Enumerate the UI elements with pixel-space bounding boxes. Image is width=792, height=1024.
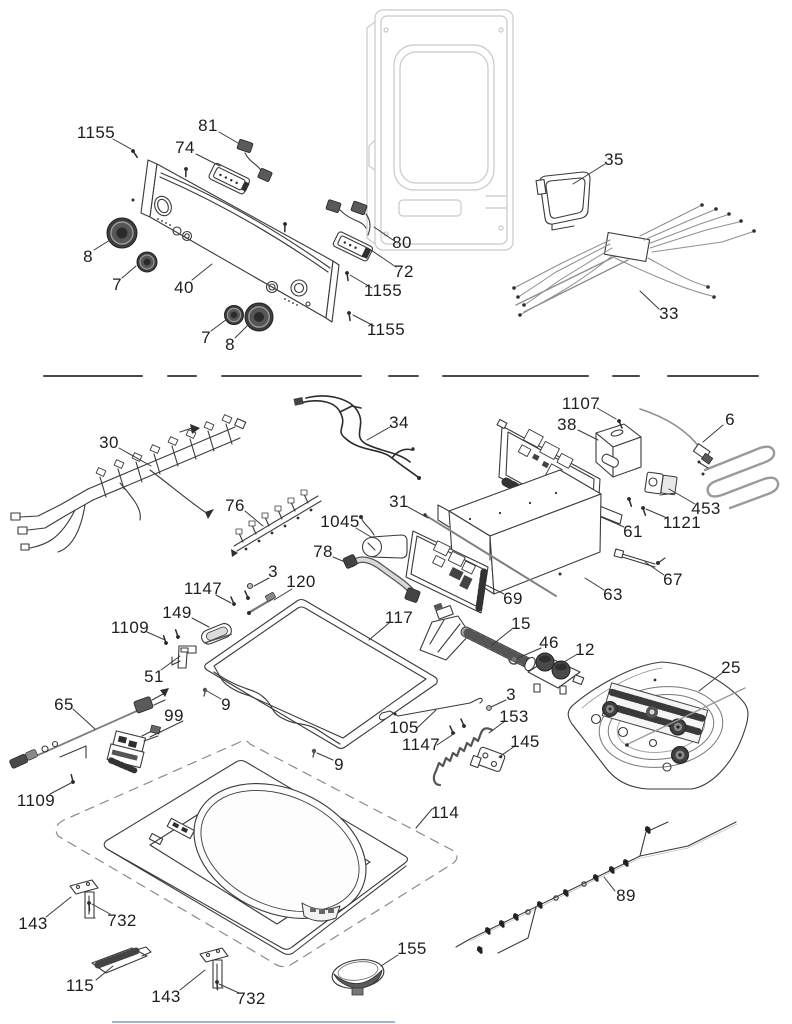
part-34-wire-harness bbox=[293, 395, 421, 480]
part-89-wire-harness bbox=[455, 821, 738, 955]
part-78-hose bbox=[342, 554, 421, 603]
part-12-water-valve bbox=[527, 652, 585, 695]
screw-9-upper bbox=[202, 687, 208, 697]
part-67-link-rod bbox=[613, 548, 666, 568]
screw-1109-lower bbox=[66, 773, 78, 786]
part-15-fill-duct bbox=[419, 602, 536, 672]
part-30-wire-harness bbox=[10, 414, 247, 553]
part-7-knob-bottom bbox=[224, 305, 244, 325]
part-69-circuit-board bbox=[405, 530, 489, 614]
part-105-lever-rod bbox=[378, 697, 483, 721]
screws-1121 bbox=[624, 495, 650, 516]
part-155-cap bbox=[331, 959, 385, 996]
part-40-console-panel bbox=[131, 159, 340, 323]
part-149-cover bbox=[201, 623, 232, 645]
part-25-base-assembly bbox=[567, 661, 749, 790]
part-6-element-harness bbox=[639, 408, 780, 510]
screws-1109-upper bbox=[159, 629, 183, 647]
part-76-clip-rail bbox=[231, 489, 322, 557]
fastener-3-nut bbox=[246, 582, 254, 590]
screws-1147-lower bbox=[445, 718, 469, 737]
part-51-clip bbox=[171, 645, 197, 669]
part-8-knob-left bbox=[106, 217, 138, 249]
part-143-bracket-left bbox=[69, 879, 99, 919]
part-72-bracket bbox=[332, 231, 374, 262]
part-453-thermostat bbox=[644, 471, 678, 496]
part-99-lid-switch bbox=[106, 724, 162, 774]
part-38-cover-box bbox=[595, 423, 642, 478]
bottom-edge-line bbox=[112, 1021, 395, 1023]
part-80-switch-connector bbox=[325, 199, 371, 236]
part-46-ring bbox=[508, 653, 520, 665]
part-35-bracket bbox=[535, 171, 591, 231]
part-33-hose-harness bbox=[512, 203, 756, 317]
screws-1147-upper bbox=[226, 590, 253, 608]
leader-lines bbox=[45, 131, 724, 994]
part-1045-capacitor bbox=[359, 515, 408, 559]
hose-end-caps bbox=[602, 701, 689, 764]
part-114-top-panel bbox=[103, 759, 409, 956]
part-145-bracket bbox=[469, 746, 506, 773]
part-8-knob-bottom bbox=[244, 302, 274, 332]
part-74-bracket bbox=[208, 162, 251, 195]
part-143-bracket-center bbox=[199, 947, 229, 989]
part-65-actuator-rod bbox=[9, 688, 169, 769]
part-120-pin bbox=[247, 592, 276, 615]
part-117-lid bbox=[204, 598, 438, 750]
part-7-knob-left bbox=[136, 251, 158, 273]
cabinet-front-panel-outline bbox=[366, 9, 514, 251]
screw-9-lower bbox=[311, 748, 317, 758]
part-115-rail bbox=[91, 946, 152, 974]
assembly-boundary-dashed bbox=[55, 739, 458, 968]
part-81-switch-connector bbox=[236, 139, 273, 182]
part-153-spring bbox=[432, 727, 494, 787]
part-63-bracket-box bbox=[437, 469, 602, 595]
screw-3-lower bbox=[486, 705, 492, 711]
